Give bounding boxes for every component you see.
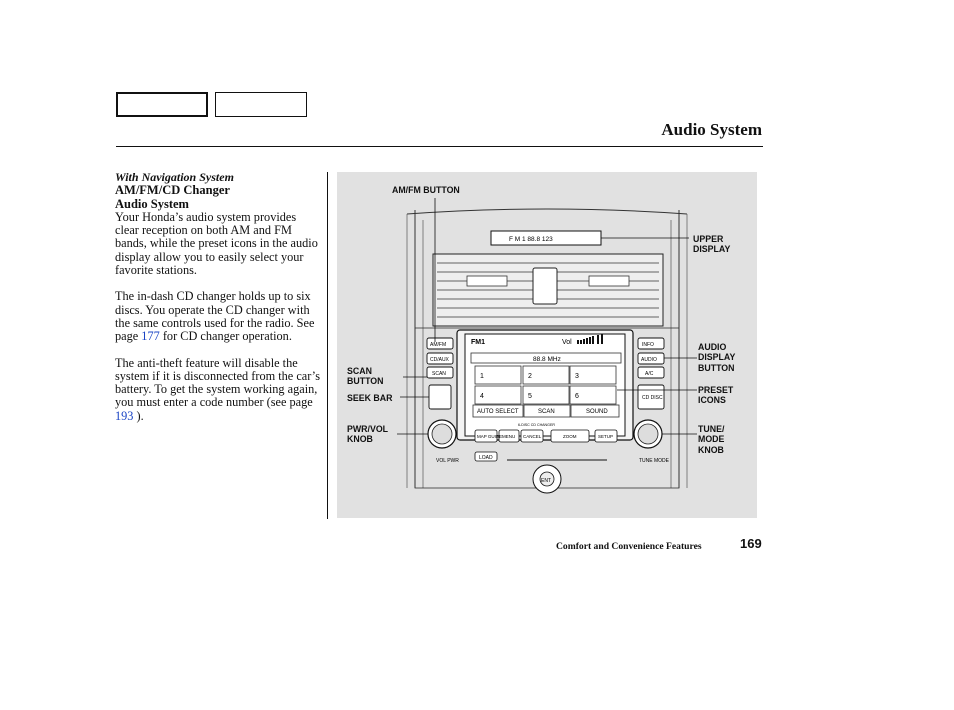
para3-text-a: The anti-theft feature will disable the … <box>115 355 321 410</box>
audio-panel-drawing: F M 1 88.8 123 FM1 Vol 88.8 MHz <box>397 198 697 494</box>
subhead: With Navigation System <box>115 170 234 184</box>
callout-audio-display-button: AUDIO DISPLAY BUTTON <box>698 342 736 373</box>
page-title: Audio System <box>661 120 762 139</box>
enter-label: ENT <box>541 478 551 484</box>
tune-mode-label: TUNE MODE <box>639 458 670 464</box>
page-link-177[interactable]: 177 <box>141 329 160 344</box>
cd-aux-button: CD/AUX <box>430 357 450 363</box>
sound-button: SOUND <box>586 409 608 415</box>
callout-seek-bar: SEEK BAR <box>347 393 393 403</box>
callout-preset-icons: PRESET ICONS <box>698 385 734 406</box>
menu-button: MENU <box>502 434 515 439</box>
nav-tab-1[interactable] <box>116 92 208 117</box>
callout-upper-display: UPPER DISPLAY <box>693 234 731 255</box>
screen-band: FM1 <box>471 339 485 346</box>
section-heading-line1: AM/FM/CD Changer <box>115 183 230 198</box>
preset-4: 4 <box>480 393 484 400</box>
auto-select-button: AUTO SELECT <box>477 409 519 415</box>
para2-text-b: for CD changer operation. <box>159 329 292 344</box>
footer-section: Comfort and Convenience Features <box>556 541 702 552</box>
para3-text-b: ). <box>133 408 144 423</box>
preset-6: 6 <box>575 393 579 400</box>
page-number: 169 <box>740 536 762 551</box>
info-button: INFO <box>642 342 654 348</box>
upper-display-text: F M 1 88.8 123 <box>509 236 553 243</box>
page-link-193[interactable]: 193 <box>115 408 134 423</box>
nav-screen <box>464 333 626 437</box>
am-fm-button: AM/FM <box>430 342 446 348</box>
callout-scan-button: SCAN BUTTON <box>347 366 384 387</box>
audio-button: AUDIO <box>641 357 657 363</box>
nav-tab-2[interactable] <box>215 92 307 117</box>
load-button: LOAD <box>479 455 493 461</box>
audio-panel-figure: F M 1 88.8 123 FM1 Vol 88.8 MHz <box>337 172 757 518</box>
preset-3: 3 <box>575 373 579 380</box>
map-guide-button: MAP GUIDE <box>477 434 502 439</box>
ac-button: A/C <box>645 371 654 377</box>
section-heading-line2: Audio System <box>115 196 189 211</box>
left-column: With Navigation System AM/FM/CD Changer … <box>115 170 321 436</box>
preset-2: 2 <box>528 373 532 380</box>
column-divider <box>327 172 328 519</box>
scan-button: SCAN <box>432 371 446 377</box>
paragraph-intro: Your Honda’s audio system provides clear… <box>115 209 318 278</box>
scan-screen-button: SCAN <box>538 409 555 415</box>
preset-1: 1 <box>480 373 484 380</box>
screen-frequency: 88.8 MHz <box>533 356 561 363</box>
cd-disc-button: CD DISC <box>642 395 663 401</box>
callout-am-fm-button: AM/FM BUTTON <box>392 185 460 195</box>
callout-pwr-vol-knob: PWR/VOL KNOB <box>347 424 389 445</box>
screen-vol: Vol <box>562 339 572 346</box>
cancel-button: CANCEL <box>523 434 542 439</box>
header-rule <box>116 146 763 147</box>
setup-button: SETUP <box>598 434 613 439</box>
vol-pwr-label: VOL PWR <box>436 458 459 464</box>
paragraph-cd-changer: The in-dash CD changer holds up to six d… <box>115 290 320 343</box>
changer-label: 6-DISC CD CHANGER <box>518 423 555 427</box>
zoom-button: ZOOM <box>563 434 577 439</box>
para2-text-a: The in-dash CD changer holds up to six d… <box>115 289 315 344</box>
preset-5: 5 <box>528 393 532 400</box>
callout-tune-mode-knob: TUNE/ MODE KNOB <box>698 424 725 455</box>
paragraph-anti-theft: The anti-theft feature will disable the … <box>115 355 321 423</box>
